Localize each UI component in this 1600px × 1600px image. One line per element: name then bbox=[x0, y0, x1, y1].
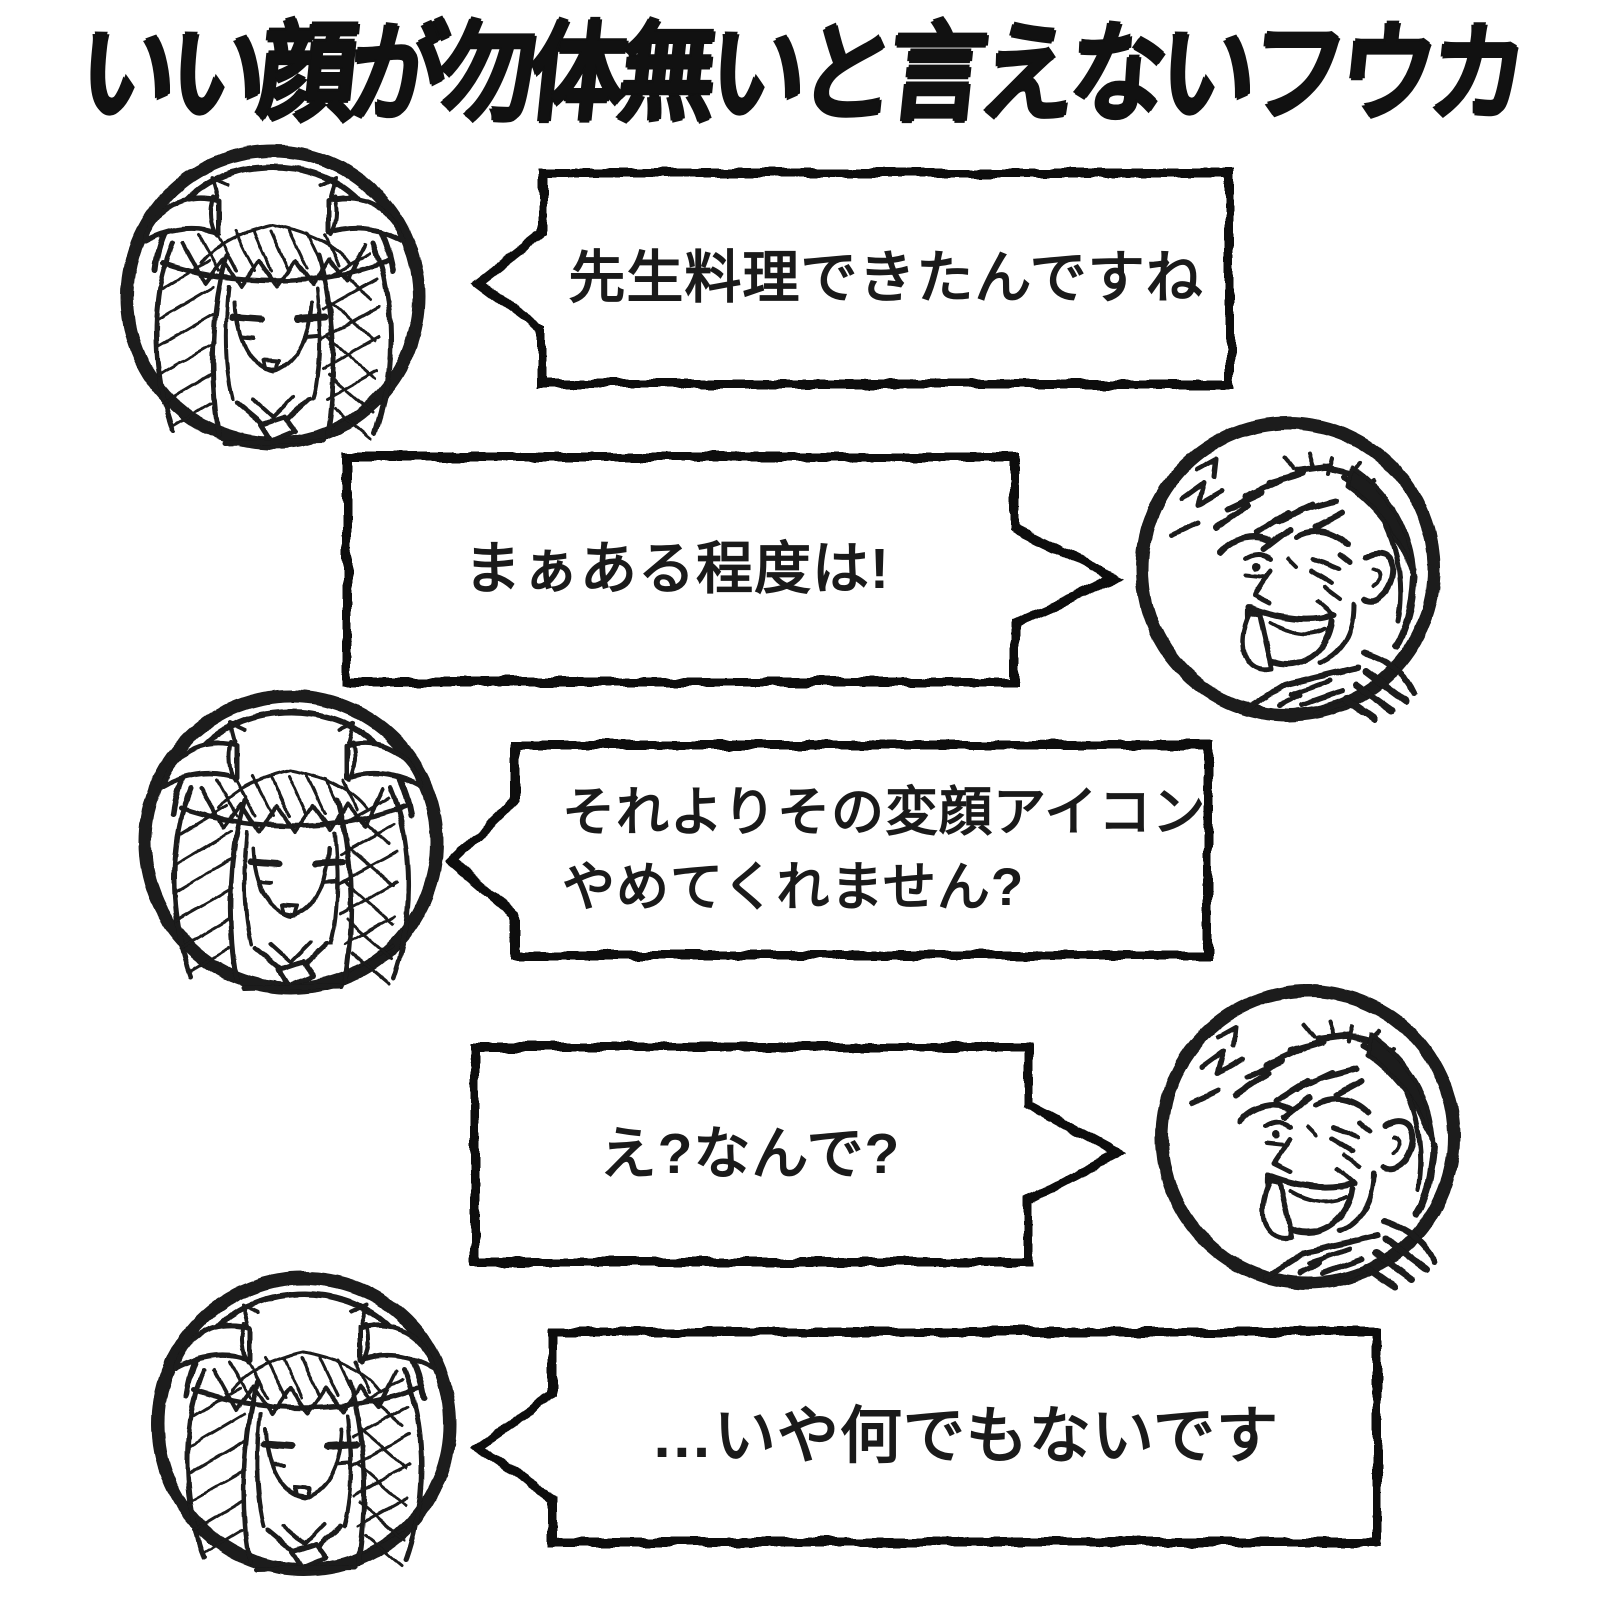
message-text-1: 先生料理できたんですね bbox=[568, 246, 1204, 311]
message-text-2: まぁある程度は! bbox=[464, 537, 890, 602]
message-text-4: え?なんで? bbox=[599, 1122, 901, 1187]
speech-bubble-2 bbox=[342, 452, 1126, 687]
fuuka-avatar bbox=[127, 151, 419, 443]
sensei-funny-face-avatar bbox=[1162, 991, 1454, 1287]
fuuka-avatar bbox=[158, 1278, 450, 1570]
fuuka-avatar bbox=[145, 696, 437, 988]
speech-bubble-4 bbox=[470, 1042, 1127, 1267]
speech-bubble-5 bbox=[470, 1327, 1382, 1547]
sensei-funny-face-avatar bbox=[1142, 423, 1434, 719]
speech-bubble-3 bbox=[445, 740, 1213, 960]
speech-bubble-1 bbox=[470, 168, 1235, 389]
message-text-5: …いや何でもないです bbox=[650, 1402, 1280, 1472]
message-text-3: それよりその変顔アイコン やめてくれません? bbox=[562, 783, 1207, 917]
